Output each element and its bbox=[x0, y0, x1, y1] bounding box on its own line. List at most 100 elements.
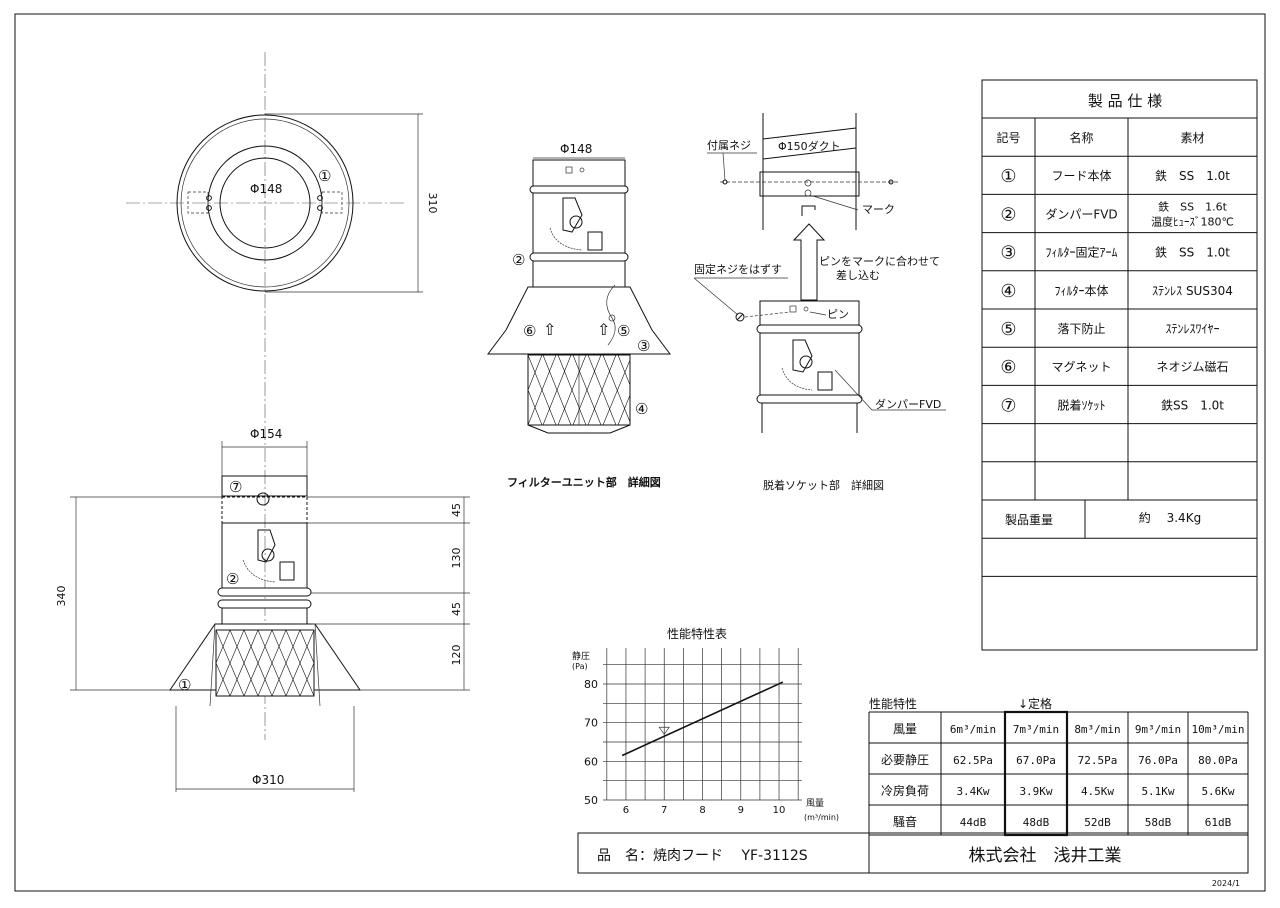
perf-caption: 性能特性 bbox=[869, 696, 917, 711]
perf-cell: 5.1Kw bbox=[1141, 785, 1174, 798]
spec-weight-label: 製品重量 bbox=[1005, 513, 1053, 527]
filter-mark-2: ② bbox=[512, 251, 525, 269]
socket-pin-label: ピン bbox=[827, 308, 849, 321]
arrow-up-icon: ⇧ bbox=[543, 320, 556, 339]
filter-mesh bbox=[527, 354, 631, 426]
side-mark-7: ⑦ bbox=[229, 478, 242, 496]
filter-detail: Φ148 ② ⑥ ⇧ ⇧ ⑤ ③ ④ フィルターユニット部 詳細図 bbox=[487, 142, 671, 489]
socket-instruction-2: 差し込む bbox=[836, 268, 880, 282]
perf-cell: 3.9Kw bbox=[1019, 785, 1052, 798]
side-mark-1: ① bbox=[178, 676, 191, 694]
chart-rated-point bbox=[658, 726, 670, 735]
company-name: 株式会社 浅井工業 bbox=[969, 846, 1122, 866]
side-dim-340: 340 bbox=[55, 586, 68, 607]
chart-ytick: 60 bbox=[584, 755, 598, 768]
perf-cell: 80.0Pa bbox=[1198, 754, 1238, 767]
perf-cell: 58dB bbox=[1145, 816, 1172, 829]
perf-cell: 48dB bbox=[1023, 816, 1050, 829]
perf-rated-marker: ↓定格 bbox=[1018, 696, 1052, 711]
perf-row-label: 風量 bbox=[893, 722, 917, 736]
spec-material: ｽﾃﾝﾚｽ SUS304 bbox=[1152, 284, 1233, 298]
product-name: 品 名：焼肉フード YF-3112S bbox=[597, 848, 808, 864]
chart-series-line bbox=[621, 681, 784, 757]
filter-mark-4: ④ bbox=[635, 400, 648, 418]
spec-material: 鉄 SS 1.6t bbox=[1158, 199, 1227, 213]
spec-mark: ② bbox=[1000, 204, 1016, 225]
filter-caption: フィルターユニット部 詳細図 bbox=[507, 475, 661, 489]
perf-cell: 52dB bbox=[1084, 816, 1111, 829]
chart-ytick: 50 bbox=[584, 794, 598, 807]
side-phi-310: Φ310 bbox=[252, 773, 284, 787]
chart-xtick: 7 bbox=[661, 805, 667, 816]
spec-header: 記号 bbox=[996, 130, 1020, 145]
side-dim-45a: 45 bbox=[450, 503, 463, 517]
chart-xtick: 8 bbox=[699, 805, 705, 816]
socket-screw-label: 付属ネジ bbox=[707, 139, 751, 152]
sheet-border bbox=[14, 13, 1266, 892]
socket-fix-label: 固定ネジをはずす bbox=[694, 262, 782, 276]
spec-weight-value: 約 3.4Kg bbox=[1139, 510, 1201, 525]
perf-row-label: 冷房負荷 bbox=[881, 783, 929, 798]
perf-cell: 10m³/min bbox=[1192, 723, 1245, 736]
side-dim-130: 130 bbox=[450, 548, 463, 569]
chart-grid bbox=[603, 648, 802, 801]
socket-caption: 脱着ソケット部 詳細図 bbox=[763, 478, 884, 492]
chart-ylabel-unit: (Pa) bbox=[572, 662, 588, 671]
chart-xtick: 9 bbox=[738, 805, 744, 816]
perf-cell: 8m³/min bbox=[1074, 723, 1120, 736]
spec-name: マグネット bbox=[1051, 360, 1111, 374]
top-dim-310: 310 bbox=[426, 193, 439, 214]
filter-phi-148: Φ148 bbox=[560, 142, 592, 156]
perf-cell: 4.5Kw bbox=[1081, 785, 1114, 798]
side-filter-mesh bbox=[215, 629, 315, 697]
spec-name: 落下防止 bbox=[1057, 321, 1105, 336]
spec-material-note: 温度ﾋｭｰｽﾞ180℃ bbox=[1151, 214, 1234, 228]
side-dim-45b: 45 bbox=[450, 602, 463, 616]
perf-cell: 6m³/min bbox=[950, 723, 996, 736]
spec-header: 素材 bbox=[1180, 131, 1204, 145]
perf-rated-highlight bbox=[1003, 710, 1069, 837]
spec-mark: ④ bbox=[1000, 281, 1016, 302]
spec-mark: ③ bbox=[1000, 243, 1016, 264]
socket-damper-label: ダンパーFVD bbox=[875, 397, 941, 411]
perf-cell: 67.0Pa bbox=[1016, 754, 1056, 767]
chart-xlabel-unit: (m³/min) bbox=[804, 813, 839, 822]
perf-cell: 76.0Pa bbox=[1138, 754, 1178, 767]
chart-xtick: 6 bbox=[623, 805, 629, 816]
perf-cell: 5.6Kw bbox=[1201, 785, 1234, 798]
spec-name: ﾌｨﾙﾀｰ固定ｱｰﾑ bbox=[1045, 245, 1117, 260]
side-mark-2: ② bbox=[226, 570, 239, 588]
arrow-up-icon: ⇧ bbox=[597, 320, 610, 339]
spec-material: 鉄 SS 1.0t bbox=[1155, 245, 1230, 260]
socket-mark-label: マーク bbox=[862, 203, 895, 216]
side-dim-120: 120 bbox=[450, 645, 463, 666]
side-phi-154: Φ154 bbox=[250, 427, 282, 441]
spec-name: ダンパーFVD bbox=[1045, 206, 1117, 221]
spec-name: 脱着ｿｹｯﾄ bbox=[1057, 397, 1105, 412]
spec-name: ﾌｨﾙﾀｰ本体 bbox=[1054, 284, 1108, 298]
chart-ytick: 70 bbox=[584, 717, 598, 730]
spec-name: フード本体 bbox=[1051, 169, 1111, 183]
spec-title: 製 品 仕 様 bbox=[1088, 92, 1162, 110]
filter-mark-3: ③ bbox=[637, 337, 650, 355]
filter-mark-6: ⑥ bbox=[523, 322, 536, 340]
perf-cell: 61dB bbox=[1205, 816, 1232, 829]
title-block: 品 名：焼肉フード YF-3112S 株式会社 浅井工業 2024/1 bbox=[577, 832, 1249, 888]
perf-cell: 62.5Pa bbox=[953, 754, 993, 767]
chart-xtick: 10 bbox=[773, 805, 786, 816]
socket-detail: 付属ネジ Φ150ダクト マーク ピンをマークに合わせて 差し込む 固定ネジをは… bbox=[693, 113, 946, 492]
spec-material: ネオジム磁石 bbox=[1156, 359, 1228, 374]
spec-mark: ⑦ bbox=[1000, 395, 1016, 416]
filter-mark-5: ⑤ bbox=[617, 322, 630, 340]
chart-series bbox=[621, 681, 784, 757]
drawing-date: 2024/1 bbox=[1212, 879, 1240, 888]
chart-title: 性能特性表 bbox=[667, 626, 727, 641]
perf-row-label: 必要静圧 bbox=[881, 753, 929, 767]
perf-cell: 72.5Pa bbox=[1078, 754, 1118, 767]
